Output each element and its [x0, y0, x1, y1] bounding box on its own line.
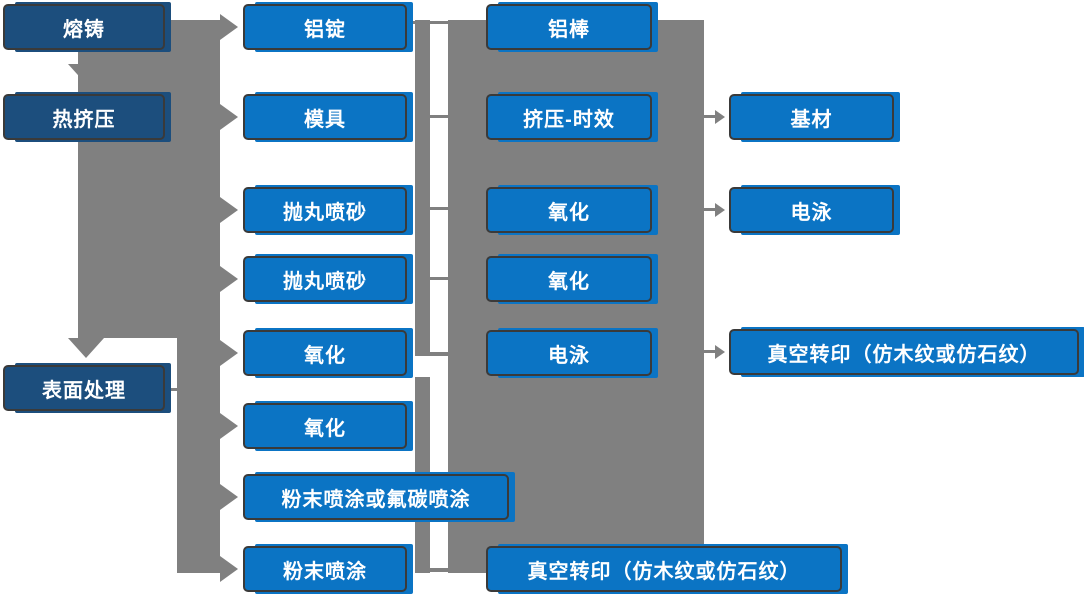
node-label: 模具 [304, 108, 346, 131]
connector-stub [429, 115, 449, 118]
arrow-right-icon [220, 104, 238, 130]
connector-stub [429, 352, 449, 356]
connector-stub [429, 568, 449, 572]
connector-left-band-lower [177, 20, 220, 573]
arrow-right-icon [220, 556, 238, 582]
node-label: 氧化 [304, 344, 346, 367]
node-powder-or-fluorocarbon-coating: 粉末喷涂或氟碳喷涂 [243, 474, 509, 520]
node-label: 真空转印（仿木纹或仿石纹） [767, 343, 1041, 366]
node-electrophoresis-2: 电泳 [729, 187, 894, 233]
arrow-right-icon [220, 266, 238, 292]
node-label: 熔铸 [63, 18, 105, 41]
arrow-right-icon [220, 413, 238, 439]
node-oxidation-3: 氧化 [486, 187, 652, 233]
node-label: 铝棒 [548, 18, 590, 41]
arrow-line [704, 115, 717, 118]
arrow-down-icon [68, 338, 104, 358]
connector-stub [429, 207, 449, 210]
node-vacuum-transfer-print-1: 真空转印（仿木纹或仿石纹） [486, 546, 842, 592]
node-aluminum-rod: 铝棒 [486, 4, 652, 50]
node-electrophoresis-1: 电泳 [486, 330, 652, 376]
node-label: 粉末喷涂 [283, 560, 367, 583]
arrow-line [704, 208, 717, 211]
arrow-right-icon [715, 203, 725, 217]
connector-stub [429, 277, 449, 280]
node-powder-coating: 粉末喷涂 [243, 546, 407, 592]
node-label: 氧化 [304, 417, 346, 440]
node-oxidation-1: 氧化 [243, 330, 407, 376]
node-label: 电泳 [548, 344, 590, 367]
node-label: 真空转印（仿木纹或仿石纹） [527, 560, 801, 583]
arrow-right-icon [220, 340, 238, 366]
node-label: 基材 [790, 108, 833, 131]
node-oxidation-4: 氧化 [486, 256, 652, 302]
node-substrate: 基材 [729, 94, 894, 140]
node-shot-blast-sandblast-2: 抛丸喷砂 [243, 256, 407, 302]
node-mold: 模具 [243, 94, 407, 140]
node-label: 粉末喷涂或氟碳喷涂 [281, 488, 471, 511]
node-label: 抛丸喷砂 [283, 270, 367, 293]
node-hot-extrusion: 热挤压 [3, 94, 165, 140]
node-label: 氧化 [548, 270, 590, 293]
node-melting-casting: 熔铸 [3, 4, 165, 50]
node-label: 热挤压 [52, 108, 116, 131]
arrow-down-icon [68, 64, 104, 84]
arrow-right-icon [220, 197, 238, 223]
node-label: 抛丸喷砂 [283, 201, 367, 224]
node-oxidation-2: 氧化 [243, 403, 407, 449]
arrow-line [704, 350, 717, 353]
node-label: 挤压-时效 [523, 108, 615, 131]
node-extrusion-aging: 挤压-时效 [486, 94, 652, 140]
node-aluminum-ingot: 铝锭 [243, 4, 407, 50]
node-vacuum-transfer-print-2: 真空转印（仿木纹或仿石纹） [729, 329, 1079, 375]
node-label: 氧化 [548, 201, 590, 224]
connector-mid-band-upper [415, 20, 430, 356]
arrow-right-icon [715, 345, 725, 359]
node-surface-treatment: 表面处理 [3, 365, 165, 411]
connector-stub [413, 21, 449, 24]
node-label: 表面处理 [42, 379, 126, 402]
arrow-right-icon [715, 110, 725, 124]
node-shot-blast-sandblast-1: 抛丸喷砂 [243, 187, 407, 233]
node-label: 电泳 [790, 201, 833, 224]
connector-surface-treatment-link [160, 388, 178, 391]
arrow-right-icon [220, 484, 238, 510]
arrow-right-icon [220, 14, 238, 40]
node-label: 铝锭 [304, 18, 346, 41]
